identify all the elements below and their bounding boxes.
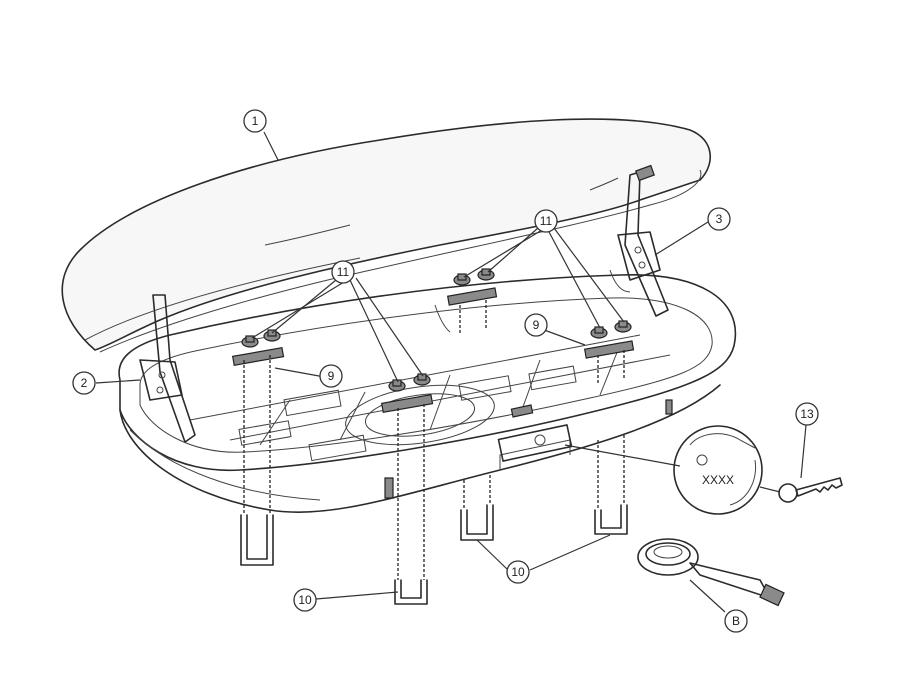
callout-9-left-label: 9 [328, 369, 335, 383]
knob [453, 273, 471, 286]
mounting-plate-center [380, 394, 434, 413]
callout-2-label: 2 [81, 376, 88, 390]
mounting-plate-right [583, 340, 635, 359]
knob [241, 335, 259, 348]
u-bolt [460, 504, 494, 541]
callout-11-left: 11 [331, 260, 355, 284]
callout-10-left-label: 10 [298, 593, 312, 607]
callout-b: B [724, 609, 748, 633]
callout-10-left: 10 [293, 588, 317, 612]
callout-13: 13 [795, 402, 819, 426]
callout-11-left-label: 11 [337, 265, 350, 279]
u-bolt [240, 514, 274, 566]
callout-13-label: 13 [800, 407, 814, 421]
knob [614, 320, 632, 333]
lock-detail: XXXX [564, 425, 781, 515]
callout-11-right: 11 [534, 209, 558, 233]
callout-10-right: 10 [506, 560, 530, 584]
callout-9-right-label: 9 [533, 318, 540, 332]
callout-3: 3 [707, 207, 731, 231]
right-strut [617, 164, 669, 317]
callout-9-left: 9 [319, 364, 343, 388]
knob [590, 326, 608, 339]
lid [61, 118, 712, 353]
lock-code-text: XXXX [702, 473, 734, 487]
u-bolt [394, 579, 428, 605]
knob [388, 379, 406, 392]
left-strut [139, 294, 196, 443]
mounting-plate-back-center [446, 287, 498, 306]
callout-3-label: 3 [716, 212, 723, 226]
knob-set [241, 268, 632, 392]
callout-1-label: 1 [252, 114, 259, 128]
base-tray [118, 269, 737, 513]
callout-2: 2 [72, 371, 96, 395]
u-bolt [594, 504, 628, 535]
knob [263, 329, 281, 342]
knob [413, 373, 431, 386]
strap [637, 538, 785, 613]
mounting-plate-left [231, 347, 285, 366]
callout-11-right-label: 11 [540, 214, 553, 228]
knob [477, 268, 495, 281]
callout-10-right-label: 10 [511, 565, 525, 579]
key [778, 424, 843, 503]
callout-9-right: 9 [524, 313, 548, 337]
assembly-guide-lines [243, 300, 625, 580]
callout-1: 1 [243, 109, 267, 133]
callout-b-label: B [732, 614, 740, 628]
